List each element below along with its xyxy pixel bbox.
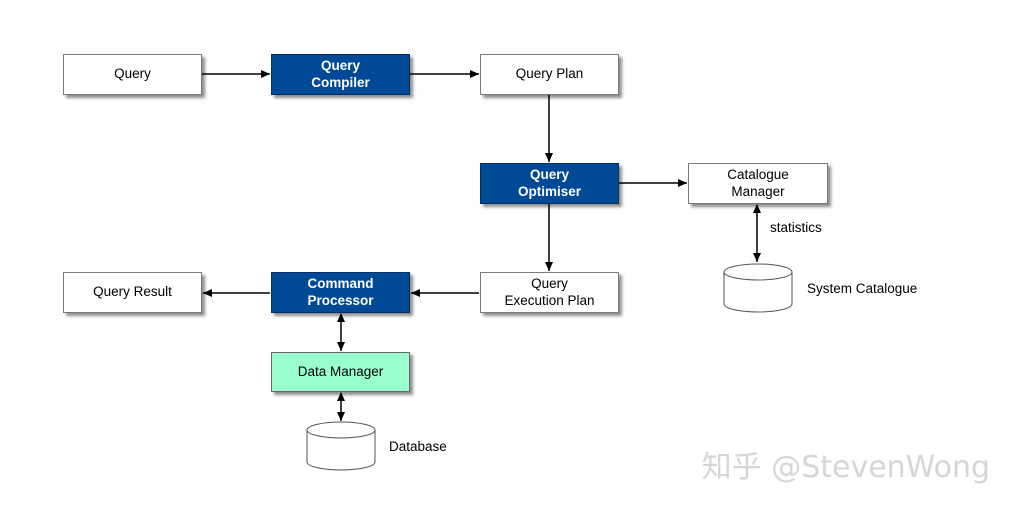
command-processor-label: Command Processor (307, 275, 374, 308)
statistics-label: statistics (770, 220, 822, 235)
query-execution-plan-node: Query Execution Plan (480, 272, 619, 313)
data-manager-node: Data Manager (271, 352, 410, 392)
query-compiler-node: Query Compiler (271, 54, 410, 95)
query-result-label: Query Result (93, 284, 172, 300)
catalogue-manager-node: Catalogue Manager (688, 163, 828, 204)
query-node-label: Query (114, 66, 151, 82)
query-result-node: Query Result (63, 272, 202, 313)
system-catalogue-label: System Catalogue (807, 281, 918, 296)
query-execution-plan-label: Query Execution Plan (504, 275, 595, 308)
query-plan-node: Query Plan (480, 54, 619, 95)
watermark: 知乎 @StevenWong (701, 450, 990, 485)
query-optimiser-node: Query Optimiser (480, 163, 619, 204)
data-manager-label: Data Manager (297, 363, 384, 379)
command-processor-node: Command Processor (271, 272, 410, 313)
catalogue-manager-label: Catalogue Manager (727, 166, 789, 199)
database-label: Database (389, 439, 447, 454)
system-catalogue-cylinder (723, 263, 793, 313)
query-compiler-label: Query Compiler (311, 57, 370, 90)
query-plan-label: Query Plan (515, 66, 584, 82)
database-cylinder (306, 421, 376, 471)
query-node: Query (63, 54, 202, 95)
query-optimiser-label: Query Optimiser (517, 166, 582, 199)
